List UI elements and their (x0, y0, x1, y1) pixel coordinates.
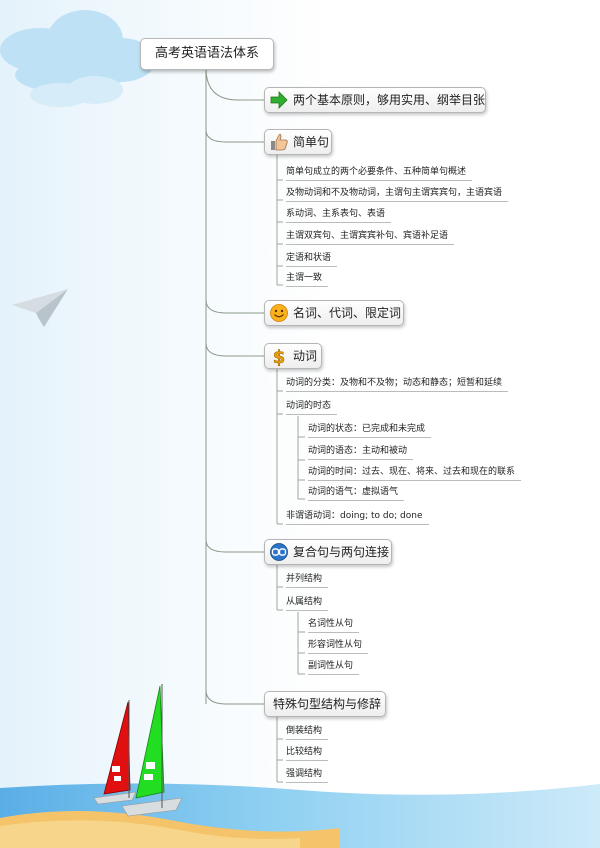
subtopic-adjective-clause[interactable]: 形容词性从句 (308, 639, 369, 654)
topic-compound-sentences[interactable]: 复合句与两句连接 (264, 539, 392, 565)
smiley-icon (270, 304, 288, 322)
topic-label: 名词、代词、限定词 (293, 306, 402, 320)
thumbs-up-icon (271, 133, 288, 151)
green-arrow-icon (270, 91, 288, 109)
subtopic-nonfinite-verbs[interactable]: 非谓语动词：doing; to do; done (286, 510, 429, 525)
topic-label: 复合句与两句连接 (293, 545, 390, 559)
link-icon (270, 543, 288, 561)
subtopic-simple-6[interactable]: 主谓一致 (286, 272, 329, 287)
subtopic-coordination[interactable]: 并列结构 (286, 573, 329, 588)
subtopic-simple-3[interactable]: 系动词、主系表句、表语 (286, 208, 392, 223)
topic-label: 简单句 (293, 135, 330, 149)
topic-label: 特殊句型结构与修辞 (273, 697, 382, 711)
root-topic[interactable]: 高考英语语法体系 (140, 38, 274, 70)
topic-verbs[interactable]: $ 动词 (264, 343, 322, 369)
sailboat-decoration (93, 684, 183, 817)
topic-label: 动词 (293, 349, 318, 363)
subtopic-verb-aspect[interactable]: 动词的状态：已完成和未完成 (308, 423, 432, 438)
subtopic-subordination[interactable]: 从属结构 (286, 596, 329, 611)
sea-decoration (0, 783, 600, 848)
topic-nouns-pronouns[interactable]: 名词、代词、限定词 (264, 300, 404, 326)
subtopic-verb-mood[interactable]: 动词的语气：虚拟语气 (308, 486, 405, 501)
subtopic-simple-5[interactable]: 定语和状语 (286, 252, 338, 267)
paper-plane-icon (12, 289, 68, 327)
topic-special-structures[interactable]: 特殊句型结构与修辞 (264, 691, 386, 717)
cloud-decoration (0, 10, 156, 107)
subtopic-comparison[interactable]: 比较结构 (286, 746, 329, 761)
subtopic-inversion[interactable]: 倒装结构 (286, 725, 329, 740)
subtopic-verb-tense[interactable]: 动词的时态 (286, 400, 338, 415)
subtopic-verb-time[interactable]: 动词的时间：过去、现在、将来、过去和现在的联系 (308, 466, 522, 481)
svg-text:$: $ (273, 347, 286, 366)
subtopic-simple-2[interactable]: 及物动词和不及物动词，主谓句主谓宾宾句，主语宾语 (286, 187, 509, 202)
subtopic-noun-clause[interactable]: 名词性从句 (308, 618, 360, 633)
subtopic-verb-classification[interactable]: 动词的分类：及物和不及物；动态和静态；短暂和延续 (286, 377, 509, 392)
dollar-icon: $ (272, 347, 286, 366)
subtopic-simple-1[interactable]: 简单句成立的两个必要条件、五种简单句概述 (286, 166, 473, 181)
subtopic-adverb-clause[interactable]: 副词性从句 (308, 660, 360, 675)
subtopic-verb-voice[interactable]: 动词的语态：主动和被动 (308, 445, 414, 460)
topic-basic-principles[interactable]: 两个基本原则，够用实用、纲举目张 (264, 87, 486, 113)
subtopic-simple-4[interactable]: 主谓双宾句、主谓宾宾补句、宾语补足语 (286, 230, 455, 245)
subtopic-emphasis[interactable]: 强调结构 (286, 768, 329, 783)
topic-label: 两个基本原则，够用实用、纲举目张 (293, 93, 486, 107)
topic-simple-sentence[interactable]: 简单句 (264, 129, 332, 155)
